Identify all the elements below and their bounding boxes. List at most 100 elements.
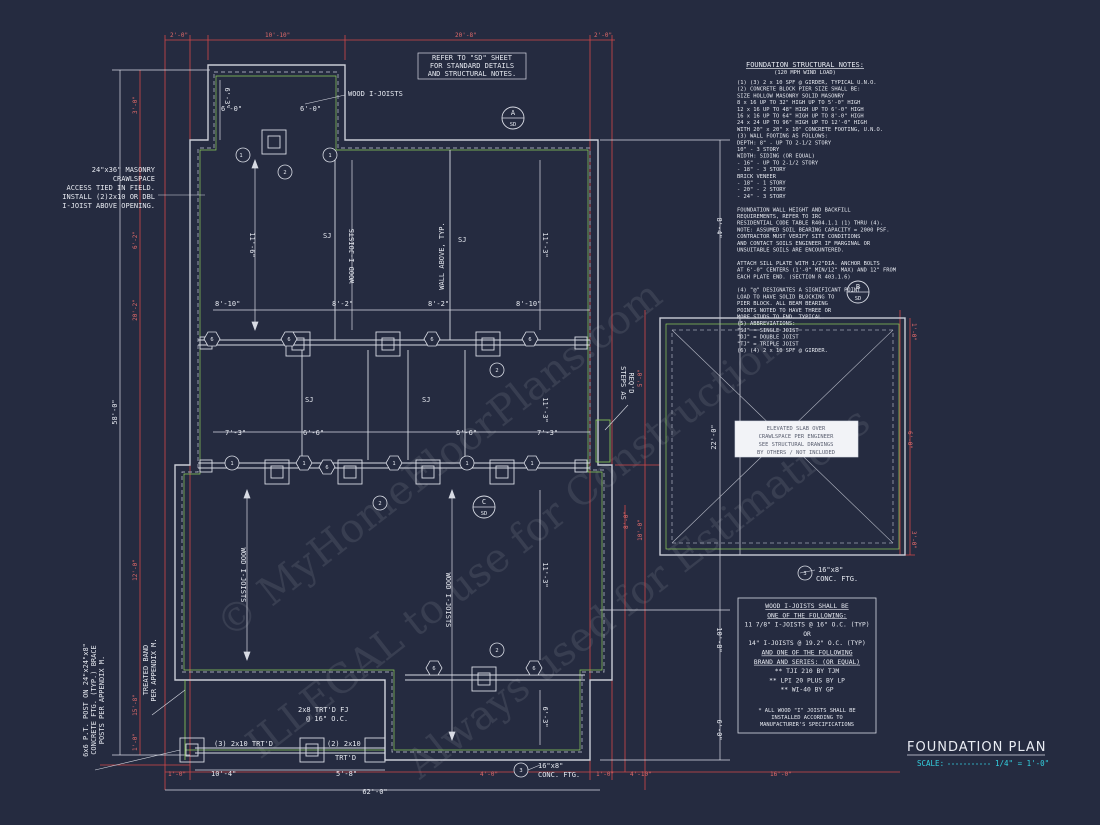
sj-label-1: SJ: [323, 232, 331, 240]
masonry-line-1: 24"x36" MASONRY: [92, 166, 156, 174]
left-seg-3: 20'-2": [132, 299, 139, 321]
garage-note-line-3: SEE STRUCTURAL DRAWINGS: [759, 442, 834, 448]
red-small-6: 10'-0": [637, 519, 644, 541]
masonry-line-2: CRAWLSPACE: [113, 175, 155, 183]
svg-text:1: 1: [230, 461, 233, 467]
notes-line: PIER BLOCK. ALL BEAM BEARING: [737, 301, 828, 307]
right-seg-1: 8'-4": [715, 217, 723, 238]
beam-2-label: (2) 2x10: [327, 740, 361, 748]
section-tag-a[interactable]: A SD: [501, 106, 525, 130]
top-seg-2: 10'-10": [265, 32, 290, 39]
section-tag-b-sheet: SD: [855, 296, 862, 302]
fj-line-2: @ 16" O.C.: [306, 715, 348, 723]
scale-value: 1/4" = 1'-0": [995, 759, 1049, 768]
svg-text:2: 2: [495, 648, 498, 654]
ftg-right-line-2: CONC. FTG.: [816, 575, 858, 583]
bottom-seg-1: 10'-4": [211, 770, 236, 778]
notes-line: 24 x 24 UP TO 96" HIGH UP TO 12'-0" HIGH: [737, 120, 867, 126]
svg-text:6: 6: [432, 666, 435, 672]
notes-line: CONTRACTOR MUST VERIFY SITE CONDITIONS: [737, 234, 860, 240]
right-seg-5: 6'-0": [715, 719, 723, 740]
section-tag-c-letter: C: [482, 498, 486, 506]
treated-band-line-1: TREATED BAND: [142, 645, 150, 696]
red-small-4: 4'-10": [630, 771, 652, 778]
notes-line: (6) (4) 2 x 10 SPF @ GIRDER.: [737, 348, 828, 354]
svg-text:2: 2: [283, 170, 286, 176]
notes-line: 8 x 16 UP TO 32" HIGH UP TO 5'-0" HIGH: [737, 100, 860, 106]
red-small-8: 1'-0": [910, 323, 917, 341]
joist-label-2: WALL ABOVE, TYP.: [438, 222, 446, 289]
svg-text:3: 3: [803, 571, 806, 577]
notes-line: 10" - 3 STORY: [737, 147, 780, 153]
svg-text:6: 6: [528, 337, 531, 343]
joist-label-4: WOOD I-JOISTS: [444, 573, 452, 628]
notes-line: - 16" - UP TO 2-1/2 STORY: [737, 160, 819, 166]
joist-span-arrows: [213, 159, 590, 745]
svg-text:3: 3: [519, 768, 522, 774]
top-seg-3: 20'-8": [455, 32, 477, 39]
bottom-seg-2: 5'-8": [336, 770, 357, 778]
joist-box-line: ONE OF THE FOLLOWING:: [767, 612, 847, 619]
ftg-bottom-line-1: 16"x8": [538, 762, 563, 770]
joist-label-3: WOOD I-JOISTS: [239, 548, 247, 603]
notes-line: AT 6'-0" CENTERS (1'-0" MIN/12" MAX) AND…: [737, 268, 897, 274]
wing-dim-2: 6'-3": [223, 87, 231, 108]
ftg-bottom-line-2: CONC. FTG.: [538, 771, 580, 779]
wood-ijoists-callout: WOOD I-JOISTS: [348, 90, 403, 98]
notes-line: SIZE HOLLOW MASONRY SOLID MASONRY: [737, 93, 845, 99]
span-mid-4: 7'-3": [537, 429, 558, 437]
treated-band-line-2: PER APPENDIX M.: [150, 638, 158, 701]
span-upper-2: 8'-2": [332, 300, 353, 308]
svg-text:1: 1: [530, 461, 533, 467]
notes-line: DEPTH: 8" - UP TO 2-1/2 STORY: [737, 140, 832, 146]
refer-note: REFER TO "SD" SHEET FOR STANDARD DETAILS…: [417, 52, 527, 80]
span-mid-2: 6'-6": [303, 429, 324, 437]
notes-line: MORE STUDS TO FND. TYPICAL.: [737, 315, 825, 321]
notes-line: ATTACH SILL PLATE WITH 1/2"DIA. ANCHOR B…: [737, 261, 880, 267]
joist-box-footer-line: INSTALLED ACCORDING TO: [771, 715, 842, 721]
span-vertical-4: 11'-3": [541, 562, 549, 587]
steps-line-1: STEPS AS: [619, 366, 627, 400]
dimension-lines-white: [112, 69, 741, 791]
steps-line-2: REQ'D: [627, 372, 635, 393]
notes-line: "SJ" = SINGLE JOIST: [737, 328, 799, 334]
foundation-notes: FOUNDATION STRUCTURAL NOTES: (120 MPH WI…: [737, 61, 897, 354]
joist-box-footer-line: * ALL WOOD "I" JOISTS SHALL BE: [758, 708, 855, 714]
notes-line: "TJ" = TRIPLE JOIST: [737, 341, 799, 347]
left-seg-1: 3'-0": [132, 96, 139, 114]
svg-text:6: 6: [325, 465, 328, 471]
notes-line: BRICK VENEER: [737, 174, 777, 180]
notes-line: FOUNDATION WALL HEIGHT AND BACKFILL: [737, 207, 851, 213]
joist-label-1: WOOD I-JOISTS: [348, 229, 356, 284]
left-seg-5: 15'-8": [132, 694, 139, 716]
notes-line: POINTS NOTED TO HAVE THREE OR: [737, 308, 832, 314]
section-tag-b[interactable]: B SD: [846, 280, 870, 304]
fj-line-1: 2x8 TRT'D FJ: [298, 706, 349, 714]
svg-text:6: 6: [532, 666, 535, 672]
garage-note-line-2: CRAWLSPACE PER ENGINEER: [759, 434, 834, 440]
section-tag-c[interactable]: C SD: [472, 495, 496, 519]
span-vertical-5: 6'-3": [541, 706, 549, 727]
right-seg-4: 8'-0": [623, 511, 630, 529]
sj-label-4: SJ: [422, 396, 430, 404]
overall-left-dim: 58'-0": [111, 399, 119, 424]
svg-text:1: 1: [328, 153, 331, 159]
garage-note: ELEVATED SLAB OVER CRAWLSPACE PER ENGINE…: [734, 420, 859, 458]
joist-box-line: BRAND AND SERIES: (OR EQUAL): [754, 659, 860, 666]
sj-label-2: SJ: [458, 236, 466, 244]
wing-dim-3: 6'-0": [300, 105, 321, 113]
red-small-3: 1'-0": [596, 771, 614, 778]
joist-box-line: ** WI-40 BY GP: [780, 687, 833, 694]
notes-line: WITH 20" x 20" x 10" CONCRETE FOOTING, U…: [737, 127, 883, 133]
plan-title: FOUNDATION PLAN: [907, 740, 1046, 755]
span-vertical-2: 11'-3": [541, 232, 549, 257]
callout-markers: [203, 147, 813, 778]
section-tag-b-letter: B: [856, 283, 860, 291]
right-seg-2: 10'-8": [715, 627, 723, 652]
svg-text:2: 2: [495, 368, 498, 374]
notes-line: - 18" - 1 STORY: [737, 181, 786, 187]
left-seg-2: 6'-2": [132, 231, 139, 249]
overall-bottom-dim: 62'-0": [362, 788, 387, 796]
